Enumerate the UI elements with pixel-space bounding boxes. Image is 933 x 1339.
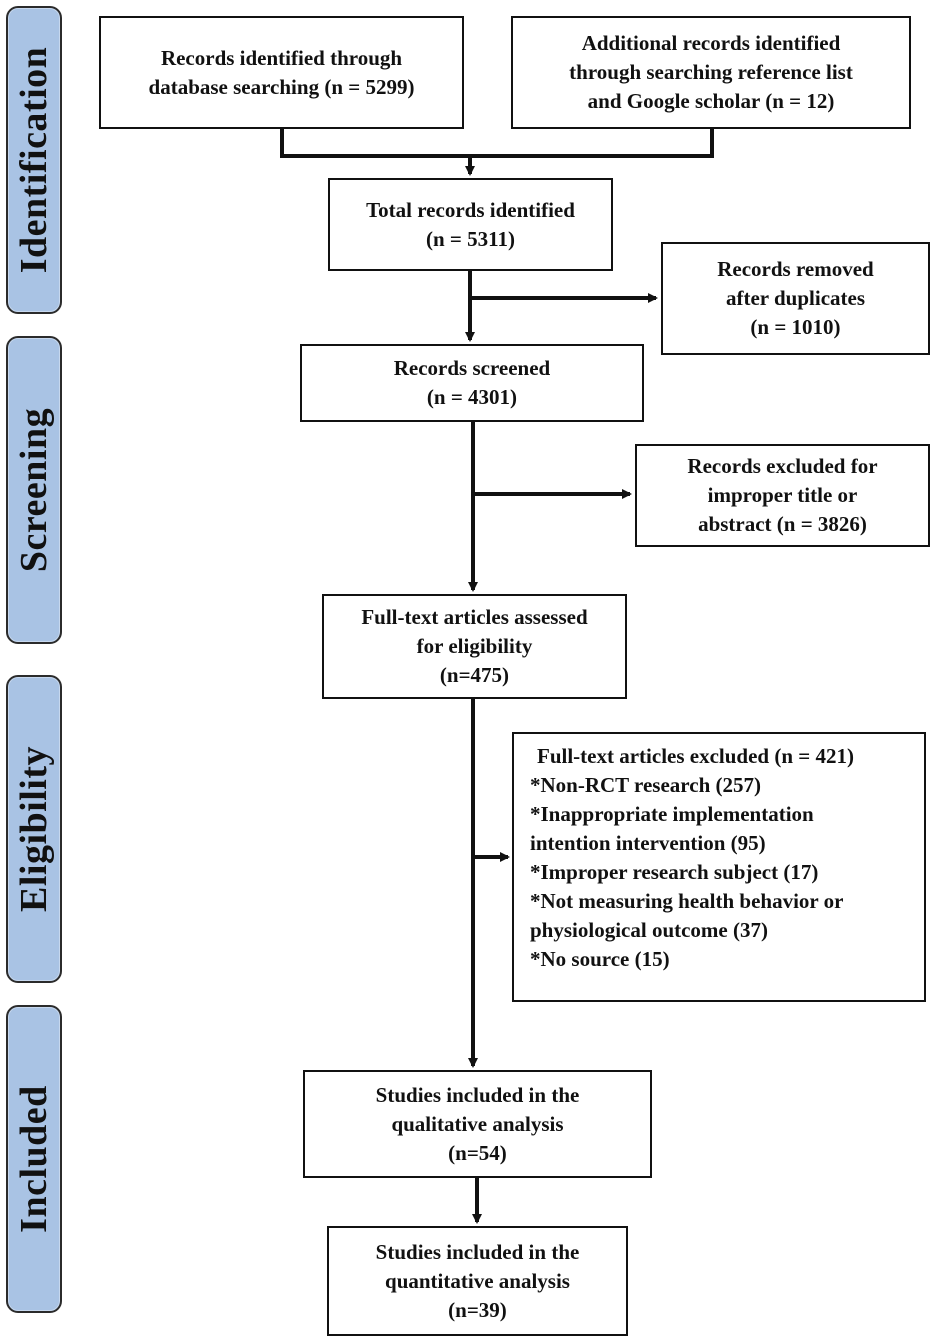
box-text: (n = 4301) (426, 385, 518, 409)
box-text: and Google scholar (n = 12) (587, 89, 835, 113)
box-quantitative: Studies included in the quantitative ana… (327, 1226, 628, 1336)
box-text: Records removed (717, 257, 874, 281)
box-fulltext-excluded: Full-text articles excluded (n = 421) *N… (512, 732, 926, 1002)
box-text: Additional records identified (581, 31, 841, 55)
box-heading: Full-text articles excluded (n = 421) (537, 744, 854, 768)
stage-screening: Screening (6, 336, 62, 644)
box-text: Full-text articles assessed (361, 605, 588, 629)
exclusion-reason: *Non-RCT research (257) (530, 773, 761, 797)
box-fulltext-assessed: Full-text articles assessed for eligibil… (322, 594, 627, 699)
box-text: through searching reference list (569, 60, 853, 84)
stage-label-screening: Screening (13, 407, 55, 573)
stage-eligibility: Eligibility (6, 675, 62, 983)
exclusion-reason: *Improper research subject (17) (530, 860, 819, 884)
box-text: after duplicates (725, 286, 865, 310)
box-text: Total records identified (366, 197, 575, 222)
box-text: Records excluded for (687, 454, 878, 478)
merge-connector (280, 128, 714, 158)
stage-identification: Identification (6, 6, 62, 314)
box-text: database searching (n = 5299) (148, 74, 415, 99)
exclusion-reason: *Inappropriate implementation (530, 802, 814, 826)
box-excluded-title-abstract: Records excluded for improper title or a… (635, 444, 930, 547)
box-text: Records screened (393, 356, 551, 380)
box-qualitative: Studies included in the qualitative anal… (303, 1070, 652, 1178)
stage-label-included: Included (13, 1085, 55, 1233)
box-text: (n = 5311) (426, 226, 515, 251)
box-database-records: Records identified through database sear… (99, 16, 464, 129)
box-text: for eligibility (416, 634, 533, 658)
box-duplicates-removed: Records removed after duplicates (n = 10… (661, 242, 930, 355)
box-text: Records identified through (160, 45, 403, 70)
box-text: (n=54) (448, 1140, 507, 1165)
box-text: (n=475) (439, 663, 510, 687)
exclusion-reason: *No source (15) (530, 947, 670, 971)
stage-label-identification: Identification (13, 46, 55, 274)
box-text: (n=39) (448, 1297, 507, 1322)
box-text: Studies included in the (375, 1239, 580, 1264)
box-additional-records: Additional records identified through se… (511, 16, 911, 129)
box-text: abstract (n = 3826) (698, 512, 867, 536)
box-records-screened: Records screened (n = 4301) (300, 344, 644, 422)
stage-label-eligibility: Eligibility (13, 746, 55, 912)
exclusion-reason: *Not measuring health behavior or (530, 889, 844, 913)
stage-included: Included (6, 1005, 62, 1313)
box-text: quantitative analysis (385, 1268, 570, 1293)
exclusion-reason: intention intervention (95) (530, 831, 766, 855)
box-text: improper title or (707, 483, 858, 507)
box-text: Studies included in the (375, 1082, 580, 1107)
box-total-records: Total records identified (n = 5311) (328, 178, 613, 271)
box-text: (n = 1010) (750, 315, 841, 339)
exclusion-reason: physiological outcome (37) (530, 918, 768, 942)
box-text: qualitative analysis (391, 1111, 564, 1136)
